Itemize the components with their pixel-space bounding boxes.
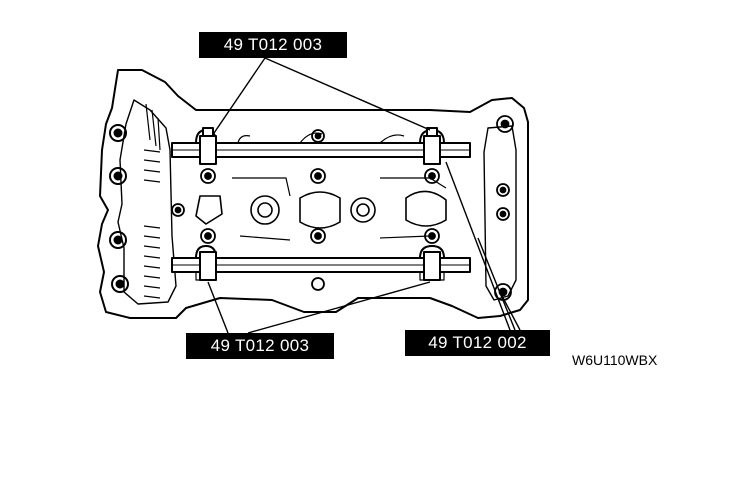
callout-bottom-camshaft-tool: 49 T012 003 bbox=[186, 333, 334, 359]
bottom-camshaft bbox=[171, 245, 471, 281]
leader-lines bbox=[207, 57, 521, 334]
tool-clamp-bottom-right bbox=[423, 251, 441, 281]
left-end-bolts bbox=[109, 124, 129, 293]
head-bolts bbox=[171, 129, 440, 291]
left-end-hatching bbox=[143, 103, 161, 299]
tool-clamp-bottom-left bbox=[199, 251, 217, 281]
callout-top-camshaft-tool: 49 T012 003 bbox=[199, 32, 347, 58]
callout-right-side-tool: 49 T012 002 bbox=[405, 330, 550, 356]
tool-clamp-top-right bbox=[423, 127, 441, 165]
cylinder-head-inner-outline bbox=[117, 99, 177, 305]
tool-clamp-top-left bbox=[199, 127, 217, 165]
figure-code: W6U110WBX bbox=[572, 352, 658, 368]
right-flange-outline bbox=[483, 125, 517, 301]
right-end-bolts bbox=[494, 115, 514, 301]
plug-wells bbox=[195, 177, 447, 241]
